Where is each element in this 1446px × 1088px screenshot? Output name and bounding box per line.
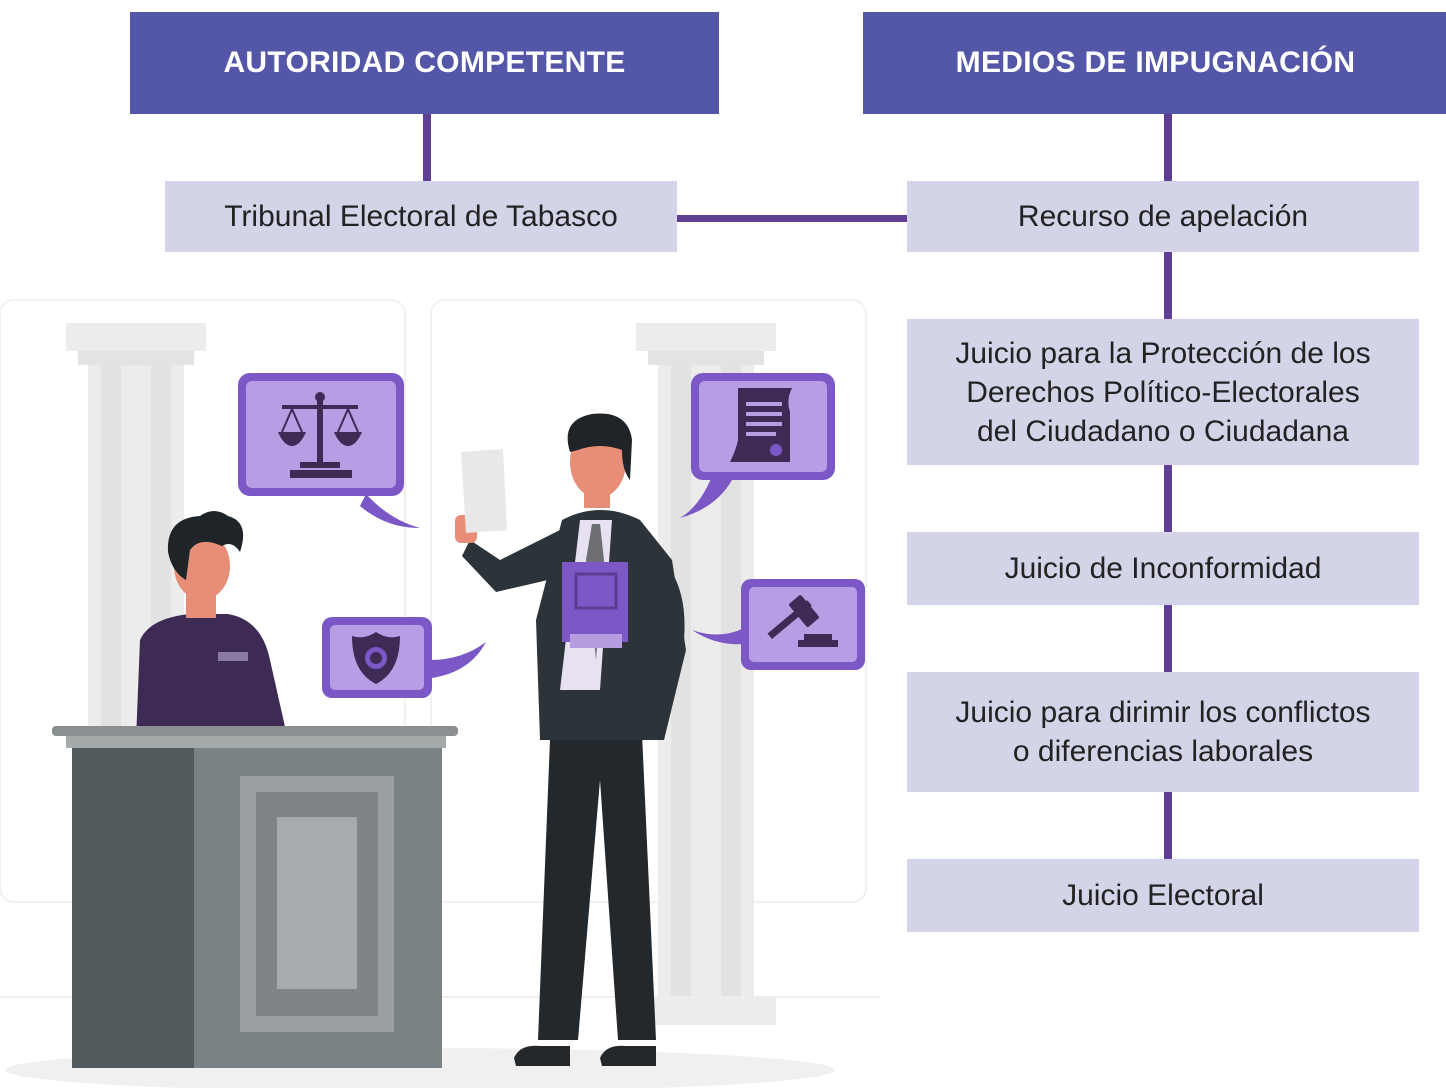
authority-box: Tribunal Electoral de Tabasco xyxy=(165,181,677,252)
gavel-bubble xyxy=(692,579,865,670)
police-badge-icon xyxy=(352,632,400,684)
header-medios-de-impugnacion: MEDIOS DE IMPUGNACIÓN xyxy=(863,12,1446,114)
connector-remedy-2-3 xyxy=(1164,465,1172,532)
courtroom-illustration xyxy=(0,299,880,1088)
remedy-box-recurso-apelacion: Recurso de apelación xyxy=(907,181,1419,252)
connector-remedy-1-2 xyxy=(1164,252,1172,319)
judge-desk xyxy=(52,726,458,1068)
connector-remedy-3-4 xyxy=(1164,605,1172,672)
remedy-box-juicio-electoral: Juicio Electoral xyxy=(907,859,1419,932)
scales-bubble xyxy=(238,373,420,528)
connector-remedy-4-5 xyxy=(1164,792,1172,859)
scroll-document-icon xyxy=(730,388,792,462)
connector-authority-header xyxy=(423,114,431,182)
badge-bubble xyxy=(322,617,486,698)
remedy-box-juicio-inconformidad: Juicio de Inconformidad xyxy=(907,532,1419,605)
clerk-figure xyxy=(136,511,288,740)
gavel-icon xyxy=(767,595,838,647)
scroll-bubble xyxy=(680,373,835,518)
scales-of-justice-icon xyxy=(278,392,362,478)
connector-authority-to-remedies xyxy=(677,215,908,222)
connector-remedies-header xyxy=(1164,114,1172,182)
lawyer-figure xyxy=(455,413,686,1066)
remedy-box-juicio-proteccion-derechos: Juicio para la Protección de los Derecho… xyxy=(907,319,1419,465)
remedy-box-juicio-conflictos-laborales: Juicio para dirimir los conflictos o dif… xyxy=(907,672,1419,792)
header-autoridad-competente: AUTORIDAD COMPETENTE xyxy=(130,12,719,114)
